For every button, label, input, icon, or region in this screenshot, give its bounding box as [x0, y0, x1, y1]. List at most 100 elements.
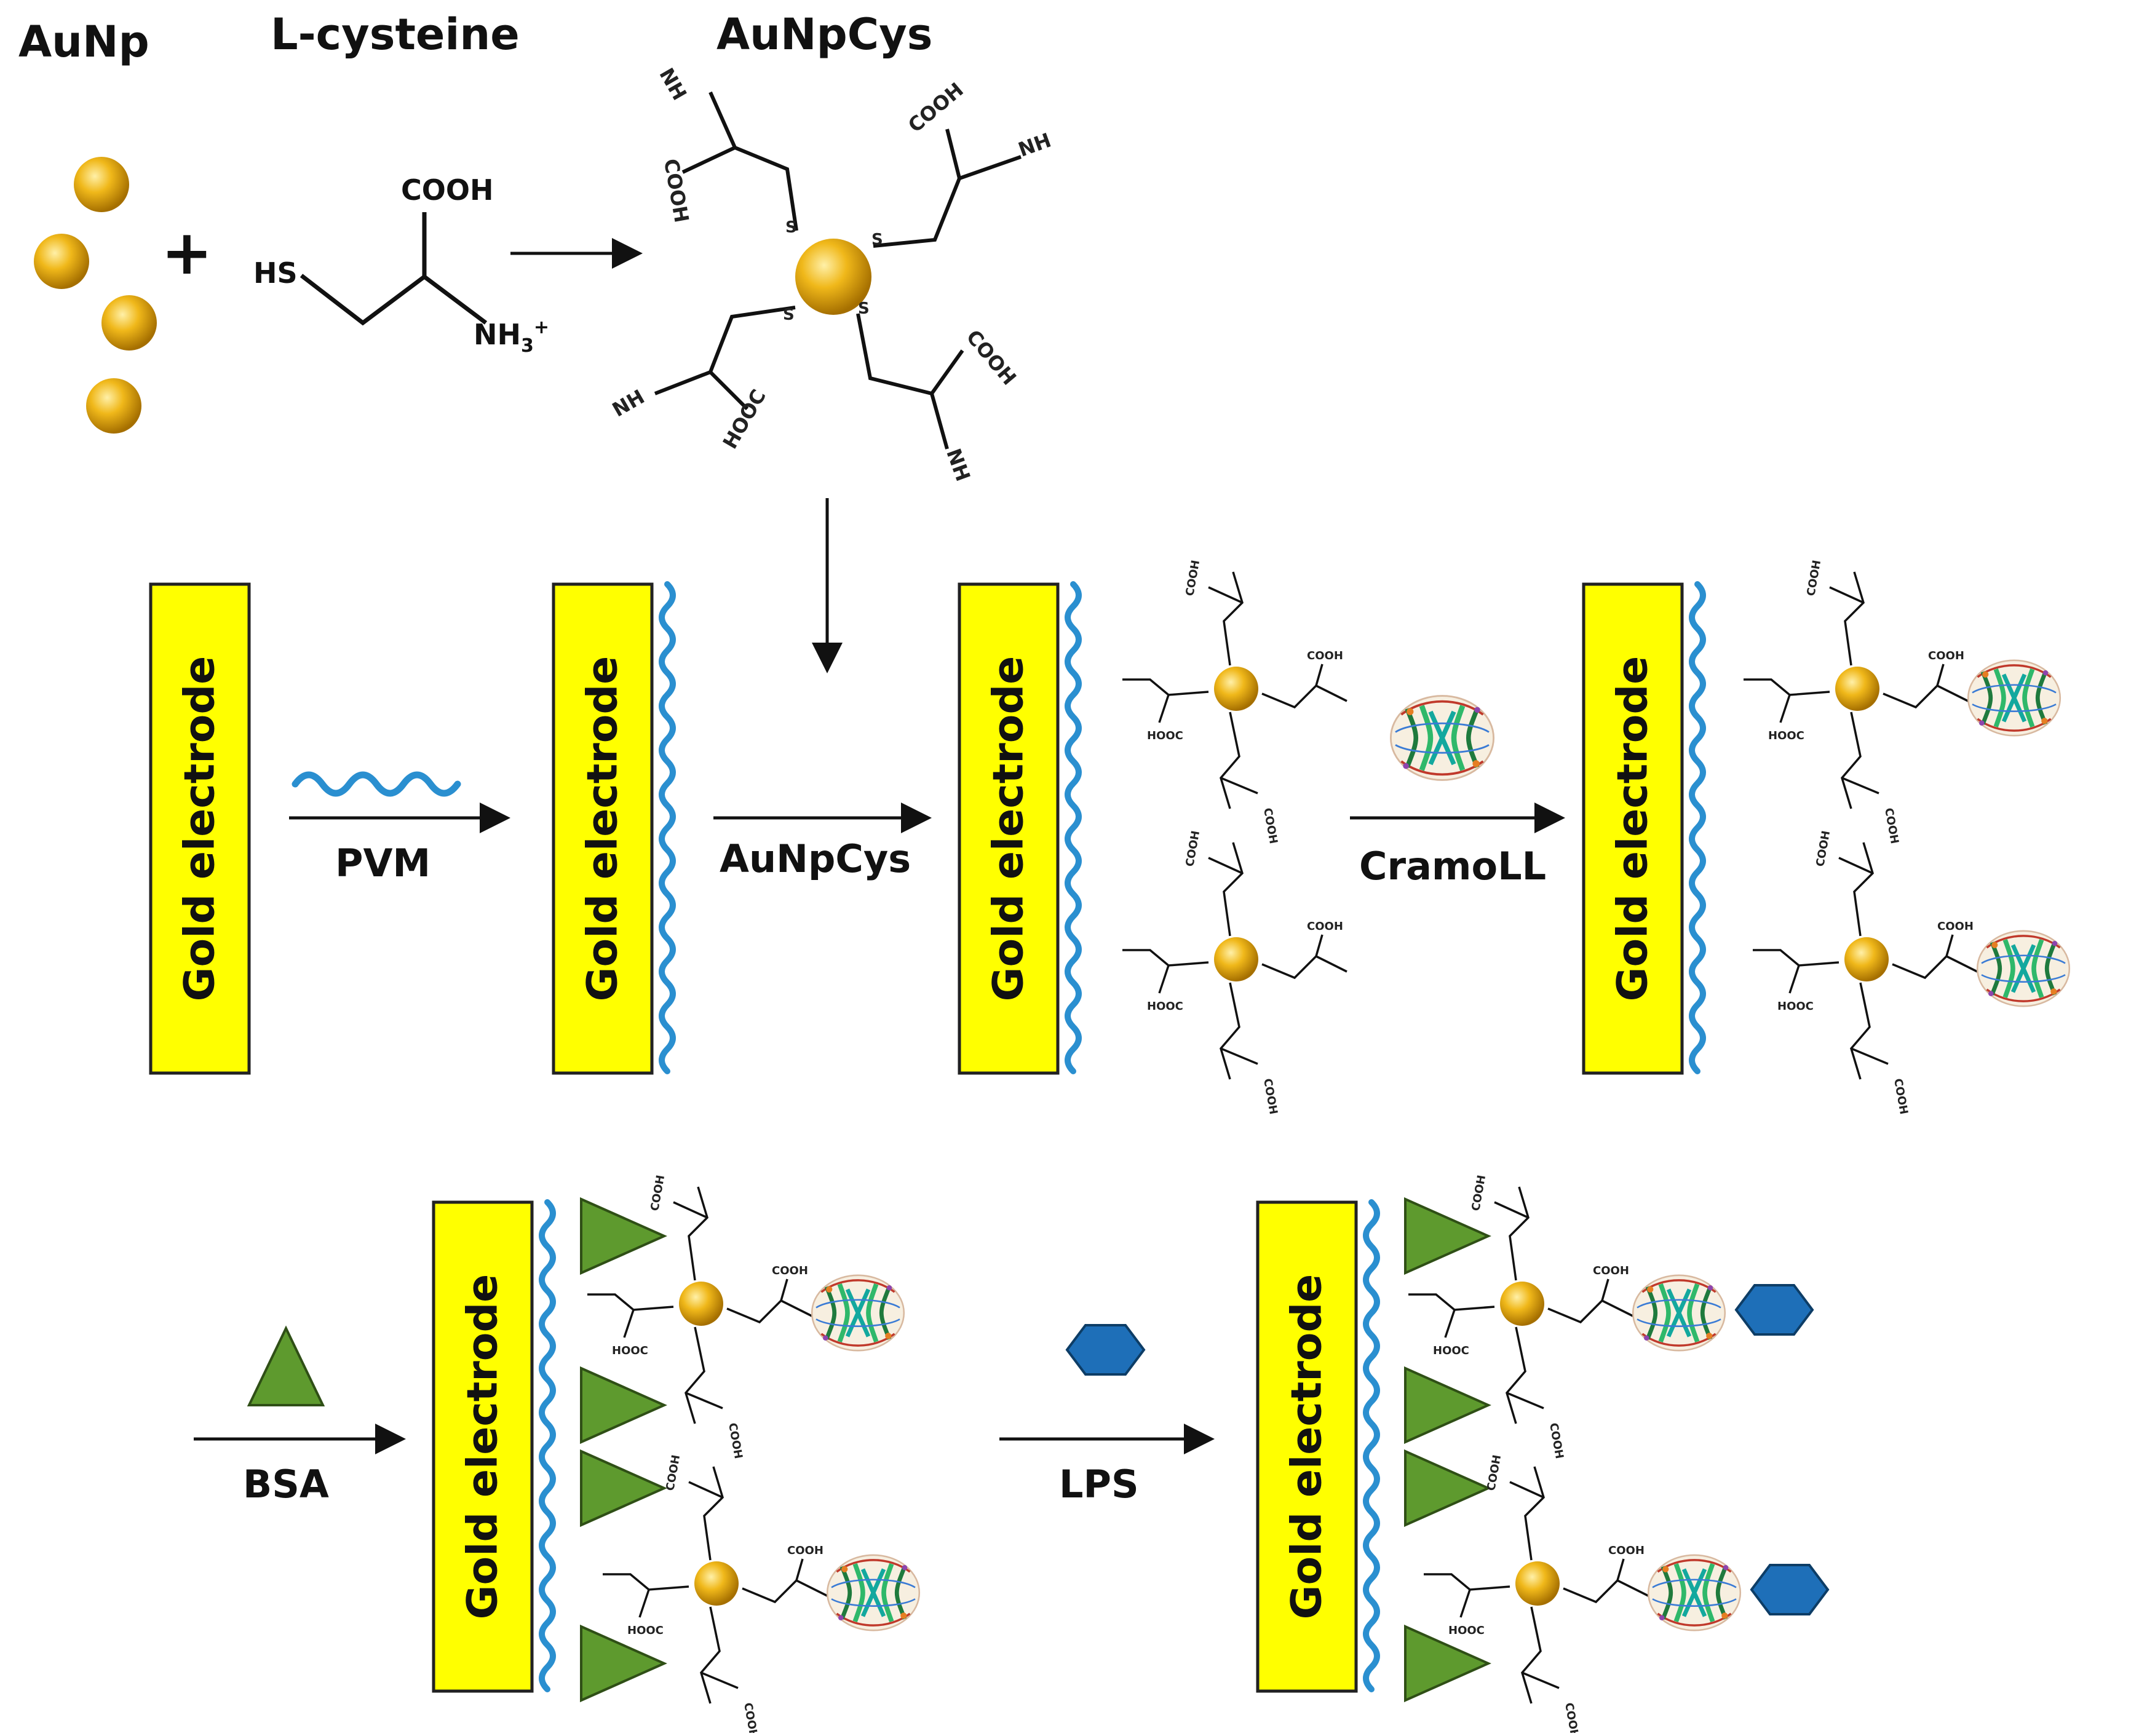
pvm-layer [1363, 1199, 1380, 1692]
svg-text:HOOC: HOOC [1147, 729, 1183, 742]
svg-text:COOH: COOH [1469, 1174, 1488, 1212]
svg-text:NH: NH [654, 64, 691, 104]
cramoll-lectin [827, 1555, 919, 1630]
pvm-layer [1689, 581, 1706, 1074]
bsa-block [580, 1366, 667, 1445]
svg-text:COOH: COOH [1928, 649, 1964, 662]
svg-text:NH: NH [942, 445, 975, 484]
svg-text:HOOC: HOOC [1768, 729, 1804, 742]
step-lps: LPS [999, 1324, 1215, 1507]
aunpcys-unit: COOH HOOC COOH COOH [1744, 559, 2060, 845]
label-aunp: AuNp [18, 17, 149, 67]
svg-text:COOH: COOH [1882, 807, 1901, 845]
electrode-label: Gold electrode [176, 656, 224, 1002]
cramoll-lectin [1633, 1275, 1725, 1350]
aunpcys-complex: S S S S NH COOH COOH NH NH HOOC COOH NH [608, 64, 1054, 485]
svg-text:COOH: COOH [903, 78, 968, 137]
cramoll-protein-icon [1391, 696, 1493, 780]
electrode-5: Gold electrode [432, 1200, 534, 1693]
bsa-block [1404, 1197, 1491, 1275]
svg-text:COOH: COOH [648, 1174, 667, 1212]
label-cramoll: CramoLL [1359, 844, 1546, 889]
pvm-layer [659, 581, 676, 1074]
electrode-3: Gold electrode [958, 582, 1060, 1075]
gold-nanoparticle [1515, 1561, 1560, 1606]
bsa-triangle-icon [247, 1325, 325, 1406]
pvm-layer [1065, 581, 1082, 1074]
svg-text:COOH: COOH [1261, 1077, 1280, 1116]
svg-text:S: S [783, 306, 795, 324]
gold-nanoparticle [1835, 667, 1879, 711]
label-step-aunpcys: AuNpCys [720, 836, 911, 881]
svg-text:S: S [871, 231, 883, 249]
svg-text:COOH: COOH [659, 157, 694, 224]
electrode-label: Gold electrode [985, 656, 1033, 1002]
svg-text:COOH: COOH [1608, 1544, 1645, 1557]
svg-text:COOH: COOH [664, 1454, 683, 1492]
svg-text:COOH: COOH [1891, 1077, 1910, 1116]
svg-text:COOH: COOH [1937, 920, 1974, 933]
svg-text:COOH: COOH [1307, 649, 1343, 662]
cramoll-lectin [1977, 931, 2069, 1006]
svg-text:COOH: COOH [401, 173, 493, 207]
aunpcys-unit: COOH HOOC COOH COOH [1753, 830, 2069, 1116]
svg-text:HOOC: HOOC [1433, 1344, 1469, 1357]
pvm-layer [539, 1199, 556, 1692]
electrode-label: Gold electrode [579, 656, 627, 1002]
row-2: Gold electrode Gold electrode Gold electro… [149, 559, 2069, 1116]
electrode-label: Gold electrode [1283, 1274, 1331, 1620]
aunp-spheres [34, 157, 157, 434]
cramoll-lectin [1648, 1555, 1740, 1630]
svg-text:COOH: COOH [1814, 830, 1833, 868]
label-lps: LPS [1059, 1462, 1139, 1507]
svg-text:COOH: COOH [1183, 830, 1202, 868]
svg-text:COOH: COOH [1485, 1454, 1504, 1492]
svg-text:HOOC: HOOC [1777, 1000, 1814, 1013]
svg-text:HOOC: HOOC [718, 386, 771, 453]
svg-text:COOH: COOH [1804, 559, 1823, 597]
svg-text:COOH: COOH [1183, 559, 1202, 597]
svg-text:COOH: COOH [772, 1264, 808, 1277]
bsa-block [1404, 1624, 1491, 1703]
svg-text:HOOC: HOOC [612, 1344, 648, 1357]
gold-nanoparticle [694, 1561, 739, 1606]
electrode-2: Gold electrode [552, 582, 654, 1075]
row-3: Gold electrodeCOOHHOOCCOOHCOOHCOOHHOOCCO… [432, 1174, 1830, 1736]
pvm-wave-icon [292, 771, 461, 797]
electrode-1: Gold electrode [149, 582, 251, 1075]
svg-text:NH: NH [1015, 129, 1054, 162]
svg-text:COOH: COOH [787, 1544, 823, 1557]
step-cramoll: CramoLL [1350, 696, 1565, 889]
gold-nanoparticle [1214, 667, 1258, 711]
svg-text:S: S [785, 218, 797, 237]
label-pvm: PVM [335, 841, 431, 886]
svg-text:COOH: COOH [1593, 1264, 1629, 1277]
lps-molecule [1734, 1284, 1814, 1336]
electrode-6: Gold electrode [1256, 1200, 1358, 1693]
svg-text:COOH: COOH [1261, 807, 1280, 845]
svg-text:COOH: COOH [726, 1422, 745, 1460]
svg-text:HOOC: HOOC [627, 1624, 664, 1637]
svg-text:NH: NH [608, 385, 648, 422]
step-aunpcys: AuNpCys [713, 803, 932, 881]
step-pvm: PVM [289, 771, 510, 886]
svg-text:HOOC: HOOC [1448, 1624, 1485, 1637]
svg-text:HOOC: HOOC [1147, 1000, 1183, 1013]
bsa-block [1404, 1449, 1491, 1528]
cramoll-lectin [812, 1275, 904, 1350]
bsa-block [580, 1449, 667, 1528]
gold-nanoparticle [1214, 937, 1258, 981]
bsa-block [580, 1624, 667, 1703]
aunpcys-unit: COOH HOOC COOH COOH [1122, 559, 1347, 845]
svg-text:COOH: COOH [741, 1702, 760, 1733]
electrode-label: Gold electrode [1609, 656, 1657, 1002]
electrode-4: Gold electrode [1582, 582, 1684, 1075]
label-aunpcys: AuNpCys [716, 9, 932, 60]
bsa-block [580, 1197, 667, 1275]
gold-nanoparticle [679, 1282, 723, 1326]
